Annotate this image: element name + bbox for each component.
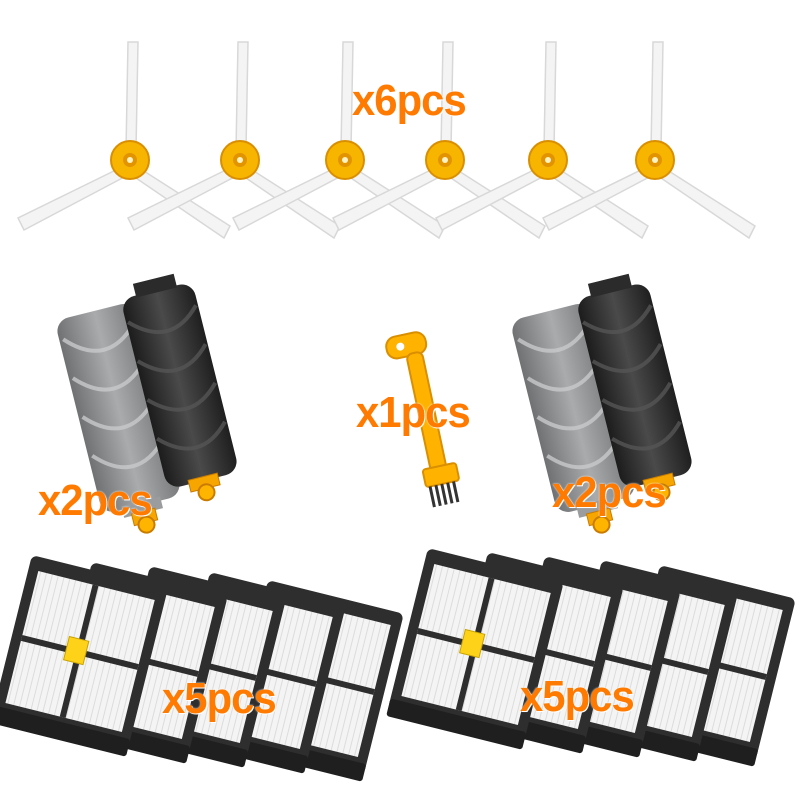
rollers-right-quantity-label: x2pcs <box>552 468 667 517</box>
filters-right <box>385 547 797 768</box>
side-brush <box>232 41 446 239</box>
rollers-left-quantity-label: x2pcs <box>38 476 153 525</box>
cleaning-tool <box>385 331 460 508</box>
side-brush <box>435 41 649 239</box>
side-brush <box>332 41 546 239</box>
cleaning-tool-quantity-label: x1pcs <box>356 388 471 437</box>
side-brushes <box>17 41 756 239</box>
filters-left <box>0 554 405 783</box>
side-brush <box>17 41 231 239</box>
side-brush <box>542 41 756 239</box>
side-brushes-quantity-label: x6pcs <box>352 76 467 125</box>
filters-left-quantity-label: x5pcs <box>162 674 277 723</box>
filters-right-quantity-label: x5pcs <box>520 672 635 721</box>
side-brush <box>127 41 341 239</box>
